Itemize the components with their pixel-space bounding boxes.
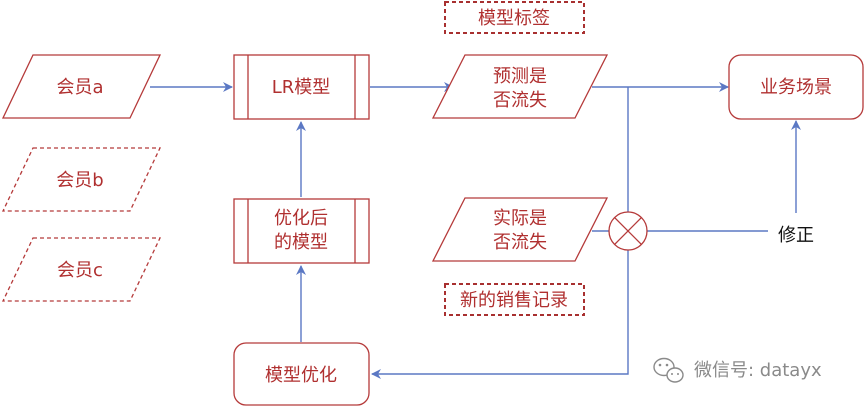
actual-churn-node: 实际是 否流失 (431, 197, 609, 262)
model-optimization-label: 模型优化 (265, 365, 337, 386)
actual-churn-label-line1: 实际是 (493, 208, 547, 229)
member-a-label: 会员a (56, 77, 103, 98)
new-sales-record-tag: 新的销售记录 (444, 283, 585, 316)
business-scene-label: 业务场景 (760, 77, 832, 98)
predicted-churn-node: 预测是 否流失 (431, 54, 609, 119)
model-optimization-node: 模型优化 (233, 342, 370, 406)
watermark: 微信号: datayx (653, 357, 822, 383)
member-c-label: 会员c (57, 260, 103, 281)
member-b-label: 会员b (56, 170, 103, 191)
business-scene-node: 业务场景 (728, 54, 864, 120)
compare-junction-icon (608, 211, 648, 251)
lr-model-node: LR模型 (233, 54, 370, 120)
optimized-model-label-line2: 的模型 (274, 232, 328, 253)
model-label-tag-text: 模型标签 (478, 8, 550, 29)
model-label-tag: 模型标签 (444, 1, 585, 34)
predicted-churn-label-line1: 预测是 (493, 66, 547, 87)
wechat-icon (653, 357, 684, 383)
predicted-churn-label-line2: 否流失 (493, 90, 547, 111)
watermark-text: 微信号: datayx (694, 360, 822, 381)
member-a-node: 会员a (1, 54, 162, 119)
actual-churn-label-line2: 否流失 (493, 232, 547, 253)
correction-label: 修正 (778, 225, 814, 246)
optimized-model-node: 优化后 的模型 (233, 198, 370, 264)
new-sales-record-tag-text: 新的销售记录 (460, 290, 568, 311)
optimized-model-label-line1: 优化后 (274, 208, 328, 229)
member-c-node: 会员c (1, 237, 162, 302)
arrow-compare-to-optimization (371, 250, 629, 379)
lr-model-label: LR模型 (272, 77, 331, 98)
member-b-node: 会员b (1, 147, 162, 212)
